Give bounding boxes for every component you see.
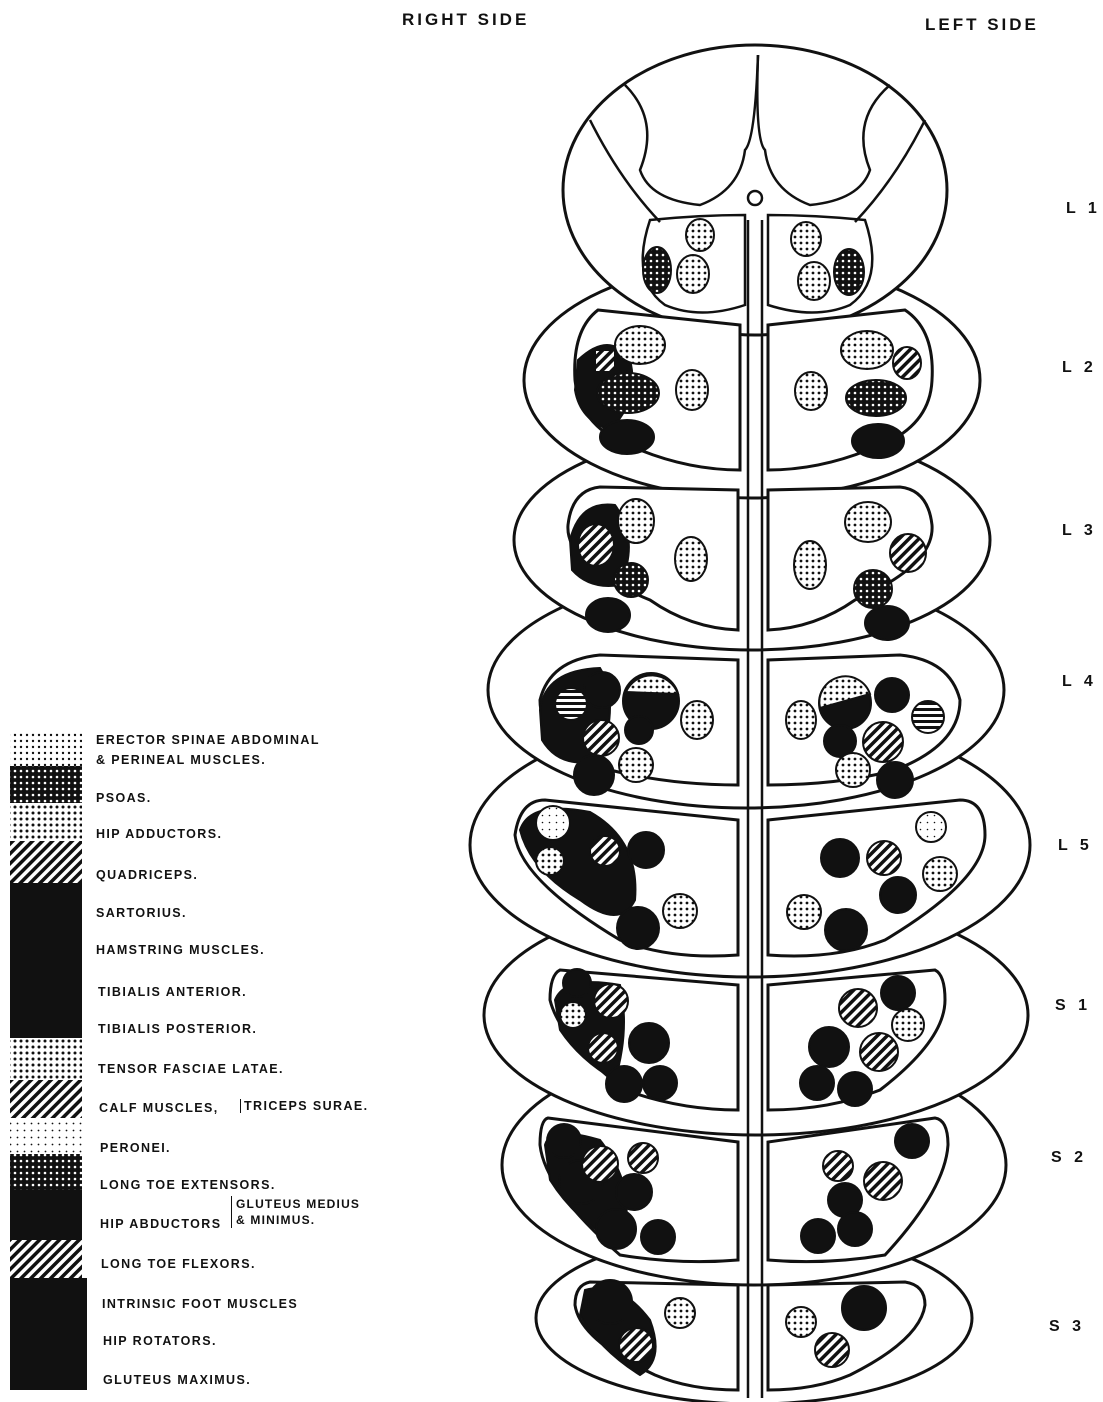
s3-nucleus-dots-right xyxy=(786,1307,816,1337)
s3-nucleus-hatch-right xyxy=(815,1333,849,1367)
s1-nucleus-solid-right-a xyxy=(881,976,915,1010)
l3-nucleus-dark-right xyxy=(854,570,892,608)
l3-nucleus-solid-right xyxy=(865,606,909,640)
l4-nucleus-dots-left-2 xyxy=(619,748,653,782)
s1-nucleus-dots-left xyxy=(560,1002,586,1028)
l2-nucleus-dots-left xyxy=(615,326,665,364)
s1-nucleus-solid-left-d xyxy=(643,1066,677,1100)
l4-nucleus-solid-left-c xyxy=(625,716,653,744)
l3-nucleus-dark-left xyxy=(614,563,648,597)
l2-nucleus-dark-left xyxy=(597,373,659,413)
s2-nucleus-solid-left-a xyxy=(547,1124,581,1158)
l2-hatch-box-left xyxy=(595,350,615,372)
l3-nucleus-solid-left xyxy=(586,598,630,632)
l1-nucleus-dark-left xyxy=(643,247,671,293)
l1-nucleus-dots-right-2 xyxy=(798,262,830,300)
l4-nucleus-dots-right-2 xyxy=(836,753,870,787)
s3-nucleus-hatch-left xyxy=(619,1328,653,1362)
l4-nucleus-hatch-right xyxy=(863,722,903,762)
l4-nucleus-solid-left-b xyxy=(574,755,614,795)
l4-nucleus-dots-right xyxy=(786,701,816,739)
s2-nucleus-hatch-left-2 xyxy=(628,1143,658,1173)
s2-nucleus-hatch-right-2 xyxy=(864,1162,902,1200)
l5-nucleus-dots-left xyxy=(536,847,564,875)
l4-nucleus-solid-right-c xyxy=(877,762,913,798)
s1-nucleus-solid-left-c xyxy=(606,1066,642,1102)
l4-nucleus-hbar-left xyxy=(555,688,587,720)
s2-nucleus-hatch-right xyxy=(823,1151,853,1181)
s3-nucleus-dots-left xyxy=(665,1298,695,1328)
s1-nucleus-dots-right xyxy=(892,1009,924,1041)
s1-nucleus-solid-right-d xyxy=(838,1072,872,1106)
l2-nucleus-dots-left-2 xyxy=(676,370,708,410)
s2-nucleus-hatch-left xyxy=(582,1146,618,1182)
s2-nucleus-solid-right-c xyxy=(801,1219,835,1253)
l3-nucleus-dots-right-2 xyxy=(794,541,826,589)
s1-nucleus-hatch-right-2 xyxy=(860,1033,898,1071)
s1-nucleus-solid-right-b xyxy=(809,1027,849,1067)
l5-nucleus-light-left xyxy=(536,806,570,840)
l4-nucleus-solid-right-a xyxy=(875,678,909,712)
l5-nucleus-solid-left-a xyxy=(628,832,664,868)
l2-nucleus-hatch-right xyxy=(893,347,921,379)
l5-nucleus-light-right xyxy=(916,812,946,842)
l4-nucleus-hbar-right xyxy=(912,701,944,733)
l3-nucleus-hatch-left xyxy=(578,524,614,566)
l5-nucleus-solid-right-c xyxy=(825,909,867,951)
l4-nucleus-solid-left-a xyxy=(584,672,620,708)
s1-nucleus-hatch-left xyxy=(594,984,628,1018)
s1-nucleus-solid-right-c xyxy=(800,1066,834,1100)
central-canal xyxy=(748,191,762,205)
l5-nucleus-dots-right xyxy=(923,857,957,891)
l1-nucleus-dots-left-2 xyxy=(677,255,709,293)
s2-nucleus-solid-right-d xyxy=(838,1212,872,1246)
l5-nucleus-solid-right-a xyxy=(821,839,859,877)
l3-nucleus-dots-right xyxy=(845,502,891,542)
l2-nucleus-dots-right-2 xyxy=(795,372,827,410)
s2-nucleus-solid-right-a xyxy=(895,1124,929,1158)
l3-nucleus-dots-left xyxy=(618,499,654,543)
l2-nucleus-dots-right xyxy=(841,331,893,369)
l5-nucleus-dots-left-2 xyxy=(663,894,697,928)
l3-nucleus-hatch-right xyxy=(890,534,926,572)
l5-nucleus-solid-left-b xyxy=(617,907,659,949)
s3-nucleus-solid-left xyxy=(588,1280,632,1324)
s1-nucleus-solid-left-a xyxy=(563,969,591,997)
l1-nucleus-dark-right xyxy=(834,249,864,295)
s2-nucleus-solid-left-e xyxy=(641,1220,675,1254)
l2-nucleus-dark-right xyxy=(846,380,906,416)
l4-nucleus-hatch-left xyxy=(583,720,619,756)
s1-nucleus-solid-left-b xyxy=(629,1023,669,1063)
s1-nucleus-hatch-left-2 xyxy=(588,1033,618,1063)
s1-nucleus-hatch-right xyxy=(839,989,877,1027)
l5-nucleus-solid-right-b xyxy=(880,877,916,913)
l5-nucleus-dots-right-2 xyxy=(787,895,821,929)
l3-nucleus-dots-left-2 xyxy=(675,537,707,581)
s2-nucleus-solid-left-c xyxy=(616,1174,652,1210)
s2-nucleus-solid-left-d xyxy=(596,1209,636,1249)
l1-nucleus-dots-left xyxy=(686,219,714,251)
l1-nucleus-dots-right xyxy=(791,222,821,256)
l4-nucleus-dots-left xyxy=(681,701,713,739)
l5-nucleus-hatch-left xyxy=(590,836,620,866)
l2-nucleus-solid-left xyxy=(600,420,654,454)
l5-nucleus-hatch-right xyxy=(867,841,901,875)
s3-nucleus-solid-right xyxy=(842,1286,886,1330)
l2-nucleus-solid-right xyxy=(852,424,904,458)
